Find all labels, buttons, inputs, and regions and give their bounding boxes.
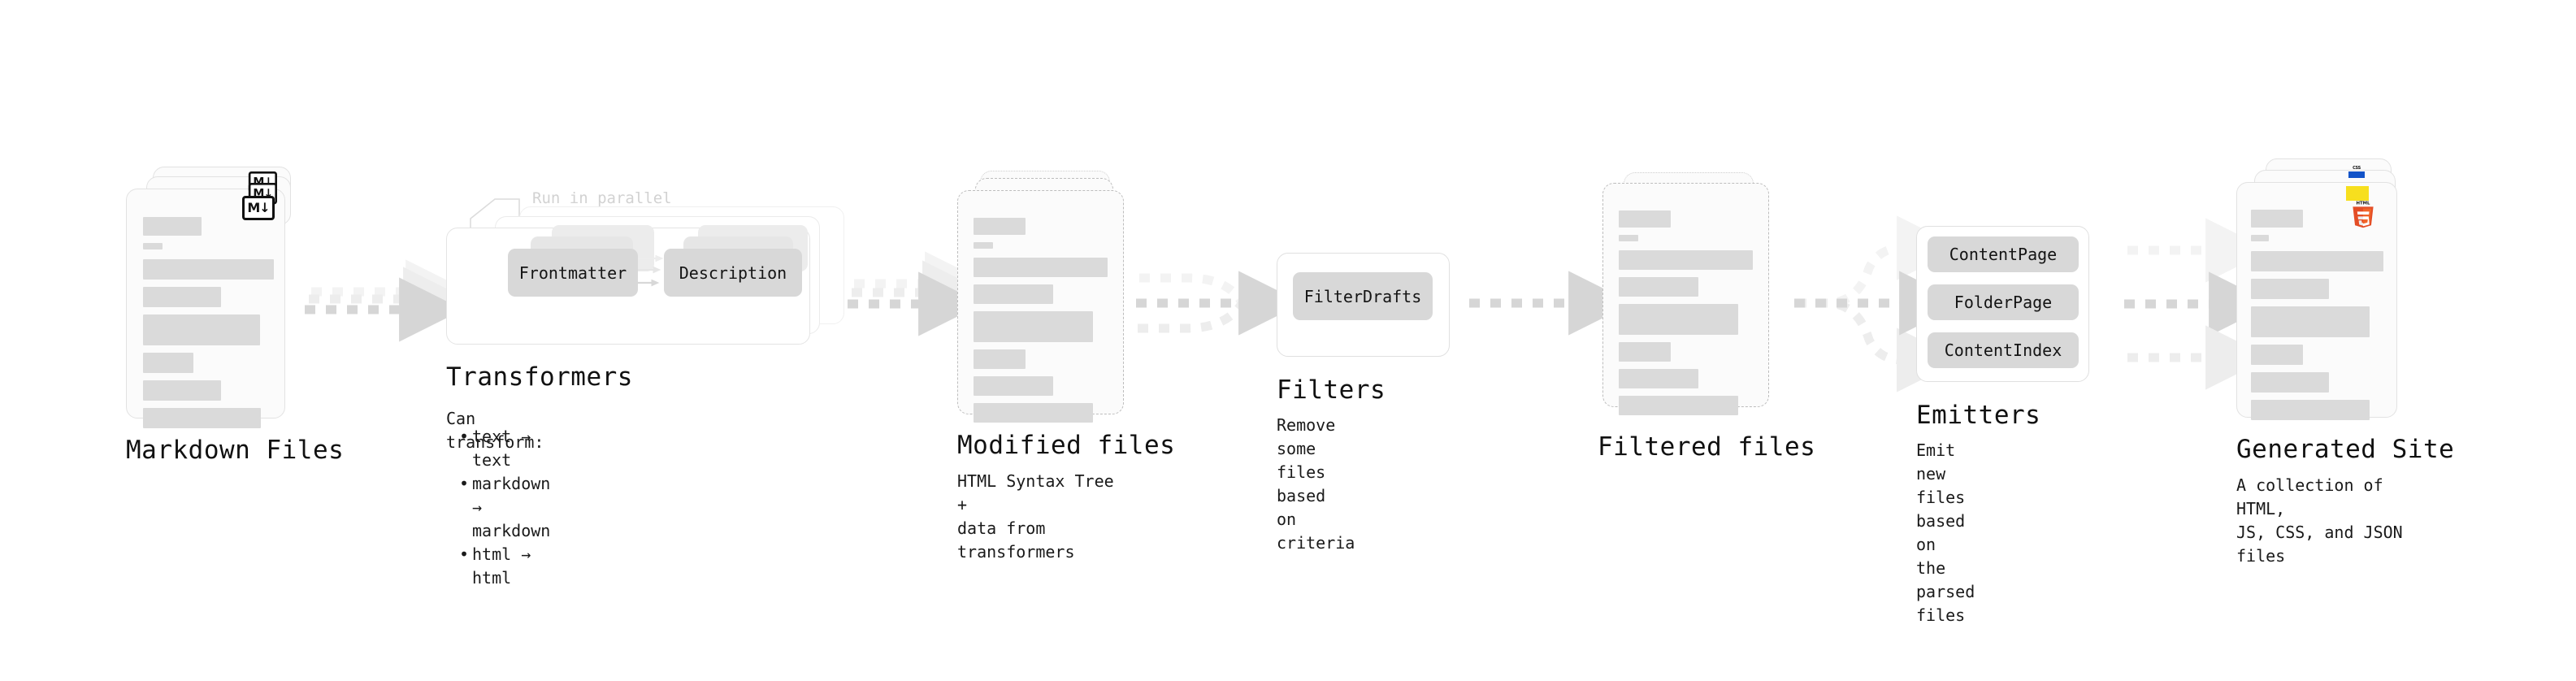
- transformers-bullet-label: text → text: [472, 427, 531, 470]
- transformers-bullet-label: html → html: [472, 544, 531, 588]
- doc-line: [2251, 210, 2303, 228]
- stage-filtered-files: Filtered files: [1598, 172, 1815, 462]
- stage-modified-files: Modified files HTML Syntax Tree + data f…: [957, 171, 1175, 562]
- doc-line: [974, 258, 1108, 277]
- bullet-dot-icon: •: [459, 474, 470, 493]
- doc-line: [1619, 250, 1753, 270]
- stage-title-filtered-files: Filtered files: [1598, 432, 1816, 462]
- connector-modified-to-filters: [1136, 271, 1303, 336]
- markdown-file-stack: M↓ M↓ M↓: [126, 167, 297, 428]
- stage-desc-filters: Remove some files based on criteria: [1277, 415, 1355, 553]
- connector-filtered-to-emitters: [1794, 215, 1964, 393]
- doc-line: [143, 314, 260, 345]
- stage-desc-modified-files: HTML Syntax Tree + data from transformer…: [957, 471, 1114, 562]
- css-badge-icon: [2348, 166, 2365, 178]
- doc-line: [974, 284, 1053, 304]
- doc-line: [974, 311, 1093, 342]
- transformers-bullet-list: • text → text • markdown → markdown • ht…: [458, 425, 550, 590]
- doc-line: [974, 349, 1026, 369]
- doc-line: [1619, 277, 1698, 297]
- bullet-dot-icon: •: [459, 544, 470, 564]
- pill-contentpage-label: ContentPage: [1949, 245, 2058, 264]
- transformers-bullet-label: markdown → markdown: [472, 474, 551, 540]
- doc-line: [974, 218, 1026, 235]
- pill-filterdrafts-label: FilterDrafts: [1303, 286, 1422, 306]
- modified-doc-lines: [974, 218, 1119, 430]
- annotation-run-in-parallel: Run in parallel: [532, 189, 672, 207]
- doc-line: [1619, 304, 1738, 335]
- pill-folderpage[interactable]: FolderPage: [1928, 284, 2079, 320]
- stage-title-markdown-files: Markdown Files: [126, 436, 345, 465]
- transformers-bullet-item: • text → text: [459, 425, 550, 472]
- doc-line: [1619, 210, 1671, 228]
- doc-line: [1619, 369, 1698, 388]
- markdown-badge-front-label: M↓: [247, 200, 270, 215]
- stage-desc-generated-site: A collection of HTML, JS, CSS, and JSON …: [2236, 475, 2403, 566]
- doc-line: [2251, 400, 2370, 420]
- js-badge-icon: [2346, 186, 2369, 201]
- doc-line: [1619, 342, 1671, 362]
- pill-contentindex-label: ContentIndex: [1944, 340, 2062, 360]
- doc-line: [2251, 235, 2269, 241]
- stage-title-modified-files: Modified files: [957, 431, 1176, 460]
- doc-line: [143, 408, 261, 428]
- doc-line: [974, 376, 1053, 396]
- stage-desc-emitters: Emit new files based on the parsed files: [1916, 440, 1975, 625]
- pill-frontmatter[interactable]: Frontmatter: [508, 249, 638, 297]
- run-in-parallel-bracket: [470, 198, 520, 239]
- pill-filterdrafts[interactable]: FilterDrafts: [1293, 272, 1433, 320]
- stage-title-transformers: Transformers: [446, 362, 633, 392]
- doc-line: [143, 287, 221, 307]
- connector-markdown-to-transformers: [305, 259, 471, 342]
- stage-generated-site: HTML Generated Site: [2236, 158, 2454, 566]
- doc-line: [1619, 396, 1738, 415]
- doc-line: [143, 259, 274, 280]
- bullet-dot-icon: •: [459, 427, 470, 446]
- pill-folderpage-label: FolderPage: [1954, 293, 2053, 312]
- filtered-file-stack: [1598, 172, 1772, 416]
- stage-markdown-files: M↓ M↓ M↓ Markdown Files: [126, 167, 344, 465]
- doc-line: [2251, 279, 2329, 299]
- markdown-badge-front: M↓: [242, 196, 275, 220]
- pill-description[interactable]: Description: [664, 249, 802, 297]
- transformers-bullet-item: • html → html: [459, 543, 550, 590]
- doc-line: [2251, 251, 2383, 271]
- markdown-doc-lines: [143, 217, 284, 436]
- doc-line: [974, 242, 993, 249]
- transformers-bullet-item: • markdown → markdown: [459, 472, 551, 543]
- stage-title-generated-site: Generated Site: [2236, 435, 2455, 464]
- doc-line: [2251, 372, 2329, 393]
- pill-description-label: Description: [679, 262, 787, 283]
- stage-title-filters: Filters: [1277, 375, 1386, 405]
- doc-line: [2251, 306, 2370, 337]
- stage-desc-transformers: Can transform:: [446, 409, 544, 452]
- svg-text:HTML: HTML: [2357, 201, 2371, 206]
- html5-badge-icon: HTML: [2350, 200, 2376, 229]
- doc-line: [143, 353, 193, 373]
- pill-contentpage[interactable]: ContentPage: [1928, 236, 2079, 272]
- generated-doc-lines: [2251, 210, 2410, 427]
- doc-line: [143, 380, 221, 401]
- generated-site-stack: HTML: [2236, 158, 2423, 420]
- stage-title-emitters: Emitters: [1916, 401, 2041, 430]
- filtered-doc-lines: [1619, 210, 1759, 423]
- doc-line: [143, 243, 163, 249]
- modified-file-stack: [957, 171, 1132, 423]
- doc-line: [143, 217, 202, 236]
- pill-contentindex[interactable]: ContentIndex: [1928, 332, 2079, 368]
- doc-line: [974, 403, 1093, 423]
- doc-line: [1619, 235, 1638, 241]
- doc-line: [2251, 345, 2303, 365]
- connector-emitters-to-site: [2124, 218, 2274, 390]
- pill-frontmatter-label: Frontmatter: [518, 262, 627, 283]
